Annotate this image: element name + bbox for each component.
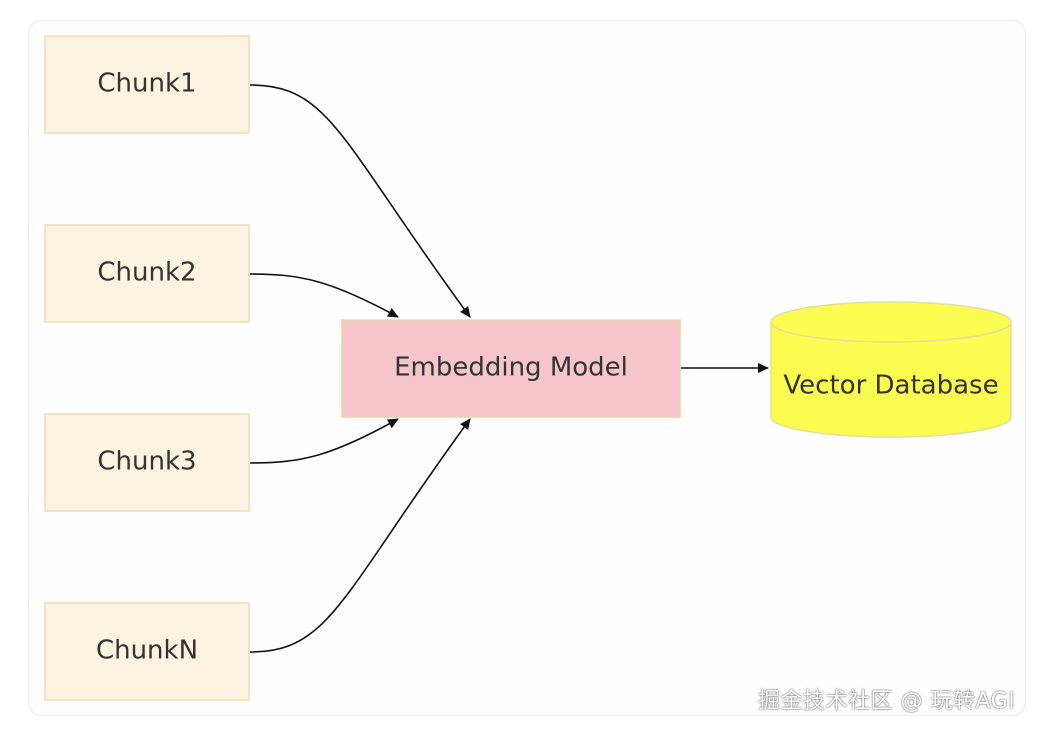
node-chunk3-label: Chunk3 bbox=[97, 447, 196, 477]
node-vector-database: Vector Database bbox=[770, 301, 1012, 438]
watermark-text: 掘金技术社区 @ 玩转AGI bbox=[758, 689, 1016, 714]
edge-chunk3-to-embedding-model bbox=[249, 418, 399, 464]
edge-chunk2-to-embedding-model bbox=[249, 273, 399, 318]
edge-chunkN-to-embedding-model bbox=[249, 418, 471, 653]
node-embedding-model-label: Embedding Model bbox=[394, 353, 628, 383]
node-chunk3: Chunk3 bbox=[44, 413, 250, 512]
database-cylinder-body bbox=[770, 322, 1012, 438]
edge-chunk1-to-embedding-model bbox=[249, 84, 471, 318]
node-vector-database-label: Vector Database bbox=[783, 371, 998, 401]
node-chunkN-label: ChunkN bbox=[96, 636, 198, 666]
node-embedding-model: Embedding Model bbox=[341, 319, 681, 418]
node-chunk2: Chunk2 bbox=[44, 224, 250, 323]
node-chunkN: ChunkN bbox=[44, 602, 250, 701]
node-chunk1-label: Chunk1 bbox=[97, 69, 196, 99]
node-chunk2-label: Chunk2 bbox=[97, 258, 196, 288]
database-cylinder-top bbox=[770, 301, 1012, 343]
node-chunk1: Chunk1 bbox=[44, 35, 250, 134]
